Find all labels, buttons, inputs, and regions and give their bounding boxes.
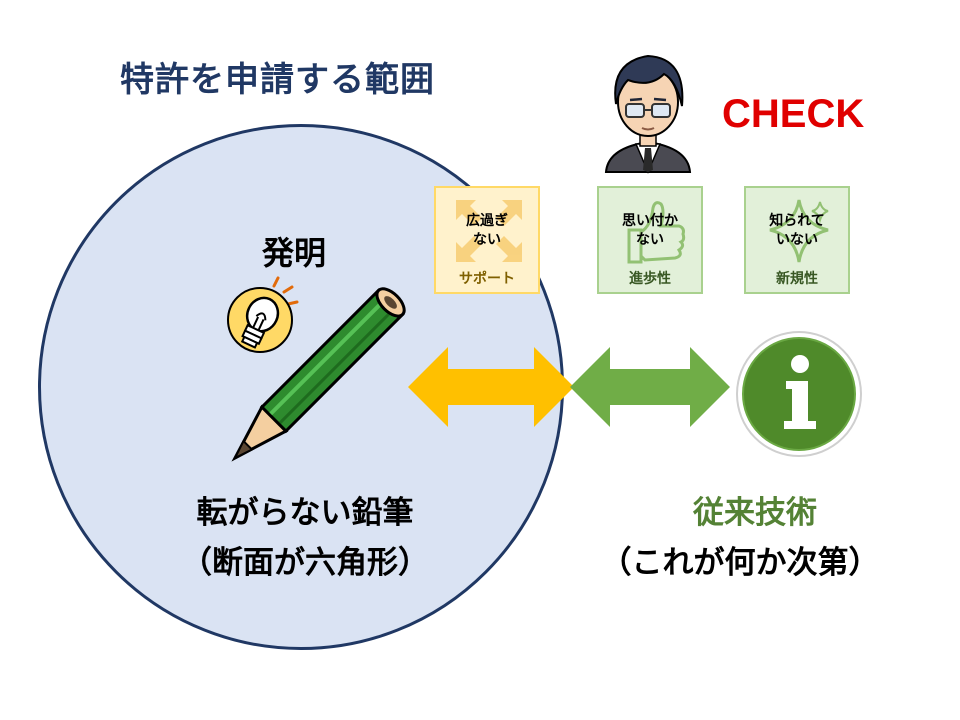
info-icon bbox=[734, 329, 864, 459]
check-label: CHECK bbox=[722, 92, 864, 137]
invention-description-line1: 転がらない鉛筆 bbox=[140, 487, 470, 532]
check-card-novelty-text2: いない bbox=[746, 231, 848, 250]
double-arrow-yellow bbox=[408, 345, 574, 429]
invention-label: 発明 bbox=[262, 228, 326, 274]
prior-art-title: 従来技術 bbox=[590, 487, 920, 532]
prior-art-subtitle: （これが何か次第） bbox=[560, 537, 920, 582]
check-card-inventive-text1: 思い付か bbox=[599, 212, 701, 231]
check-card-inventive-label: 進歩性 bbox=[599, 270, 701, 288]
check-card-inventive-step: 思い付か ない 進歩性 bbox=[597, 186, 703, 294]
double-arrow-green bbox=[570, 345, 730, 429]
check-card-support: 広過ぎ ない サポート bbox=[434, 186, 540, 294]
person-avatar bbox=[598, 44, 698, 172]
check-card-support-text2: ない bbox=[436, 231, 538, 250]
check-card-support-label: サポート bbox=[436, 270, 538, 288]
pencil-icon bbox=[218, 300, 398, 475]
check-card-novelty-label: 新規性 bbox=[746, 270, 848, 288]
check-card-inventive-text2: ない bbox=[599, 231, 701, 250]
invention-description-line2: （断面が六角形） bbox=[140, 537, 470, 582]
check-card-novelty: 知られて いない 新規性 bbox=[744, 186, 850, 294]
check-card-novelty-text1: 知られて bbox=[746, 212, 848, 231]
check-card-support-text1: 広過ぎ bbox=[436, 212, 538, 231]
page-title: 特許を申請する範囲 bbox=[120, 52, 435, 101]
